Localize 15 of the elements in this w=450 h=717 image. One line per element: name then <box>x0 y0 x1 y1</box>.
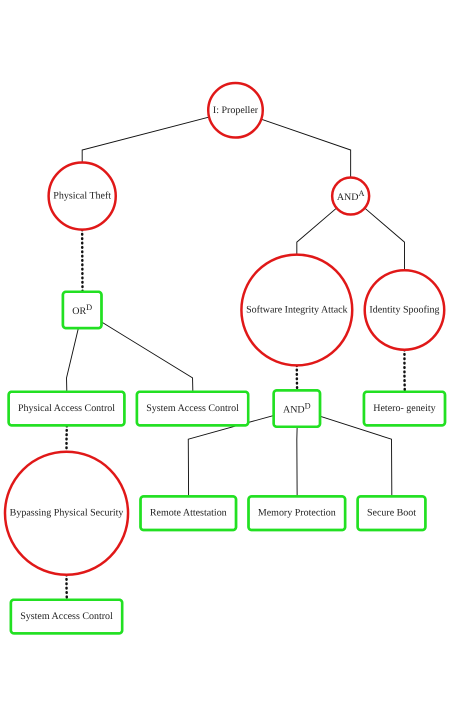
connector <box>296 426 298 498</box>
connector <box>101 322 194 393</box>
node-circle: Physical Theft <box>47 162 117 232</box>
node-circle: Bypassing Physical Security <box>4 450 130 576</box>
node-circle: AND$^{A}$ <box>330 176 370 216</box>
node-circle: I: Propeller <box>206 82 264 140</box>
connector <box>320 416 392 498</box>
connector <box>82 116 210 164</box>
connector <box>66 328 79 393</box>
connector <box>260 119 352 178</box>
node-circle: Software Integrity Attack <box>240 254 354 367</box>
connector <box>188 415 274 498</box>
node-circle: Identity Spoofing <box>363 269 446 352</box>
connector <box>296 208 338 256</box>
connector <box>364 208 405 271</box>
